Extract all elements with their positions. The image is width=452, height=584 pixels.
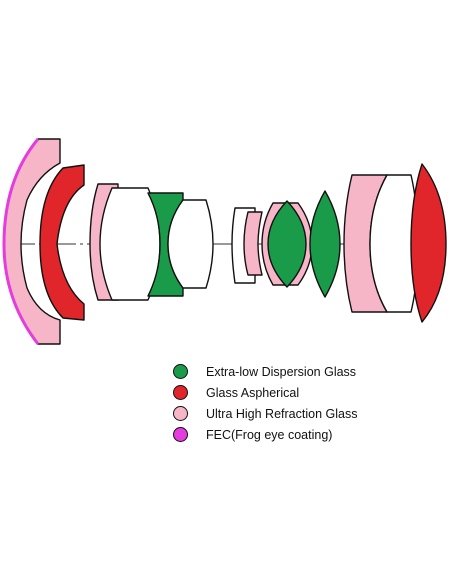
legend-swatch-fec-icon bbox=[173, 427, 188, 442]
legend-label: FEC(Frog eye coating) bbox=[206, 427, 333, 442]
lens-element-2 bbox=[39, 164, 85, 321]
legend-label: Ultra High Refraction Glass bbox=[206, 406, 358, 421]
lens-element-4 bbox=[99, 187, 161, 301]
lens-element-11 bbox=[309, 190, 341, 298]
legend-item: Ultra High Refraction Glass bbox=[173, 403, 357, 424]
legend-label: Glass Aspherical bbox=[206, 385, 300, 400]
lens-element-6 bbox=[167, 199, 214, 289]
legend: Extra-low Dispersion Glass Glass Aspheri… bbox=[173, 361, 357, 445]
lens-element-10 bbox=[267, 200, 307, 288]
legend-item: FEC(Frog eye coating) bbox=[173, 424, 357, 445]
legend-item: Extra-low Dispersion Glass bbox=[173, 361, 357, 382]
lens-element-14 bbox=[410, 163, 447, 323]
legend-swatch-ed-icon bbox=[173, 364, 188, 379]
legend-swatch-uhr-icon bbox=[173, 406, 188, 421]
fec-coating-surface bbox=[2, 138, 40, 345]
legend-item: Glass Aspherical bbox=[173, 382, 357, 403]
legend-label: Extra-low Dispersion Glass bbox=[206, 364, 357, 379]
lens-element-8 bbox=[243, 211, 263, 276]
legend-swatch-aspherical-icon bbox=[173, 385, 188, 400]
